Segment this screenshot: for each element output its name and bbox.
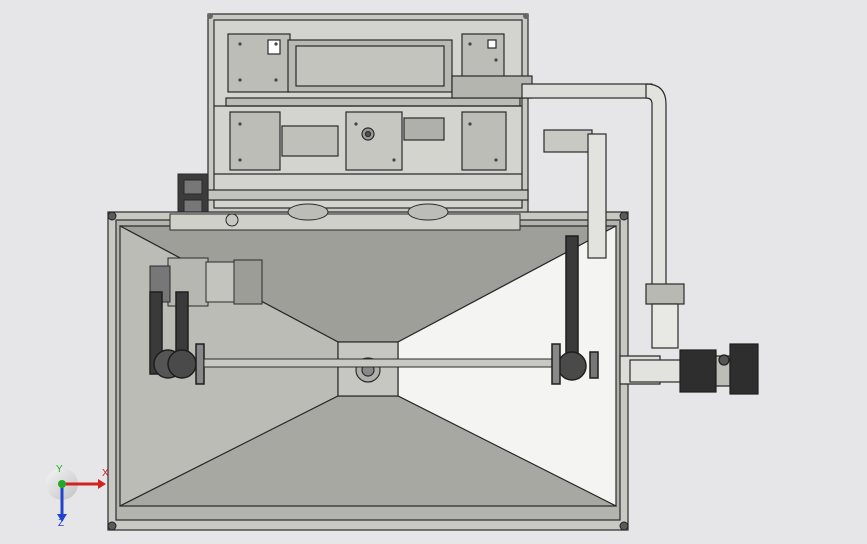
corner-feet	[107, 211, 629, 531]
frame-bolts	[207, 13, 529, 162]
ball-valve[interactable]	[679, 343, 759, 395]
drive-shaft[interactable]	[203, 358, 557, 368]
hopper-rail[interactable]	[169, 203, 521, 231]
z-axis-label: Z	[58, 518, 65, 529]
belt-drive[interactable]	[149, 291, 205, 385]
belt-drive-right[interactable]	[551, 235, 599, 385]
upper-frame[interactable]	[207, 13, 533, 215]
x-axis-label: X	[102, 468, 109, 479]
axis-triad: X Y Z	[44, 462, 114, 532]
drive-motor[interactable]	[149, 257, 263, 307]
piping[interactable]	[521, 83, 687, 385]
y-axis-label: Y	[56, 464, 63, 475]
